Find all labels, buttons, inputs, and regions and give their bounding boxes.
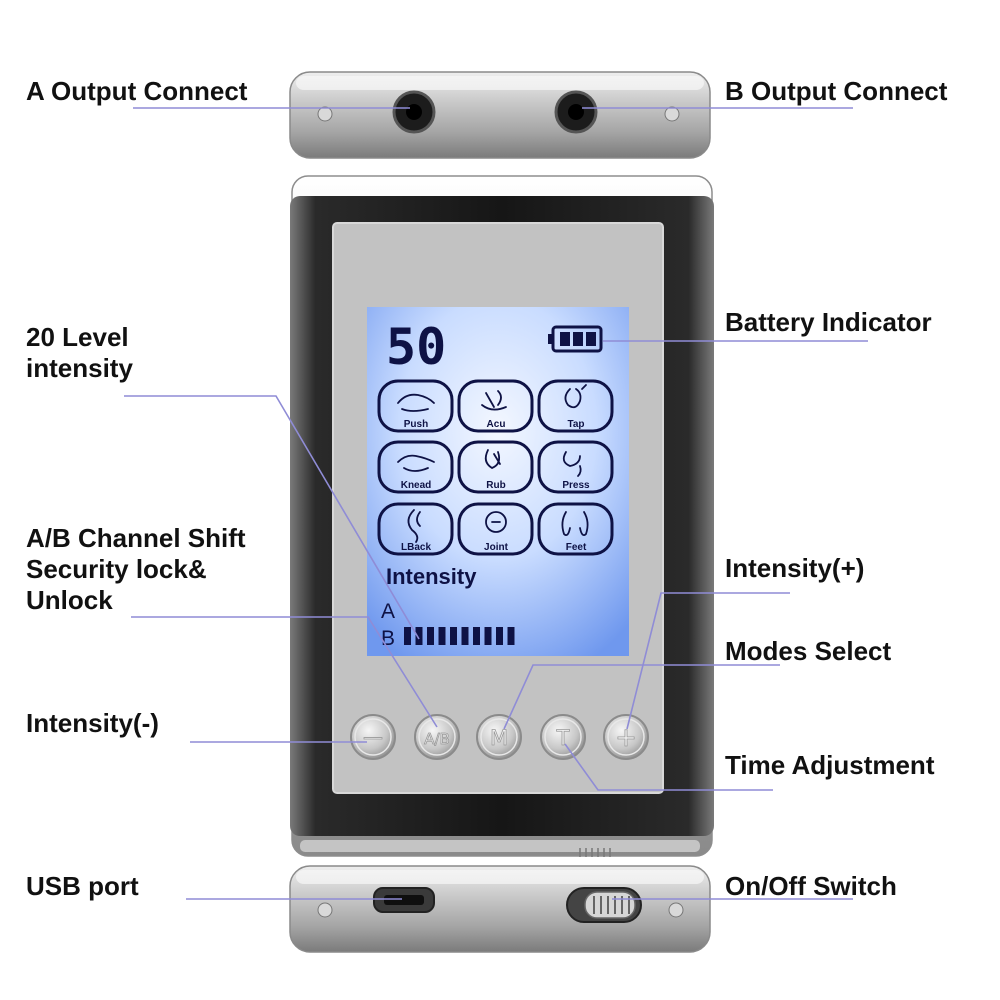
battery-indicator-icon [548,325,603,353]
mode-rub: Rub [457,440,534,494]
level-segment [438,627,446,645]
level-segment [404,627,411,645]
mode-lback: LBack [377,502,454,556]
usb-port-label: USB port [26,871,139,901]
screw-icon [668,902,684,918]
time-adjustment-label: Time Adjustment [725,750,935,780]
a-output-label: A Output Connect [26,76,248,106]
screw-icon [317,106,333,122]
mode-label: Push [404,419,428,430]
top-cap [289,71,711,159]
intensity-plus-label: Intensity(+) [725,553,865,583]
knead-hand-icon [397,454,435,472]
screw-icon [664,106,680,122]
channel-b-label: B [381,627,395,650]
on-off-switch-label: On/Off Switch [725,871,897,901]
mode-label: Acu [487,419,506,430]
control-buttons: — A/B M T + [350,714,649,760]
intensity-minus-button[interactable]: — [350,714,396,760]
channel-b-level-bar [404,627,515,645]
mode-press: Press [537,440,614,494]
mode-label: Press [562,480,590,491]
lcd-intensity-label: Intensity [386,564,477,589]
level-segment [507,627,515,645]
on-off-switch[interactable] [566,887,642,923]
level-intensity-label-line2: intensity [26,353,133,383]
mode-knead: Knead [377,440,454,494]
mode-push: Push [377,379,454,433]
channel-shift-label-line1: A/B Channel Shift [26,523,246,553]
mode-label: LBack [401,542,431,553]
mode-select-button[interactable]: M [476,714,522,760]
rub-hands-icon [484,449,501,470]
mode-acu: Acu [457,379,534,433]
level-intensity-label-line1: 20 Level [26,322,129,352]
usb-port[interactable] [373,887,435,913]
channel-a-label: A [381,600,395,623]
time-adjust-button[interactable]: T [540,714,586,760]
leader-channel-shift [131,616,438,728]
leader-time-adjust [564,743,773,791]
mode-label: Knead [401,480,432,491]
tap-fist-icon [564,384,587,409]
lower-back-icon [407,509,421,543]
timer-readout: 50 [386,318,446,376]
level-segment [496,627,503,645]
acupuncture-icon [481,390,507,411]
leader-lines [124,107,868,900]
leader-intensity-plus [626,592,790,730]
level-segment [473,627,480,645]
mode-label: Tap [567,419,584,430]
mode-label: Joint [484,542,509,553]
bottom-cap [289,865,711,953]
mode-label: Feet [566,542,587,553]
channel-shift-label-line2: Security lock& [26,554,207,584]
level-segment [415,627,423,645]
svg-text:T: T [556,726,570,750]
ab-channel-button[interactable]: A/B [414,714,460,760]
level-segment [427,627,434,645]
b-output-label: B Output Connect [725,76,948,106]
level-segment [484,627,492,645]
mode-feet: Feet [537,502,614,556]
battery-indicator-label: Battery Indicator [725,307,932,337]
push-hand-icon [397,393,435,412]
joint-icon [485,511,507,533]
svg-text:—: — [363,725,383,749]
mode-tap: Tap [537,379,614,433]
intensity-minus-label: Intensity(-) [26,708,159,738]
leader-level-intensity [124,395,420,640]
svg-text:A/B: A/B [424,730,450,748]
press-thumb-icon [562,451,582,477]
level-segment [461,627,469,645]
intensity-plus-button[interactable]: + [603,714,649,760]
channel-shift-label-line3: Unlock [26,585,113,615]
switch-grip-icon [579,848,611,857]
leader-modes-select [503,664,780,730]
svg-text:M: M [490,726,508,750]
mode-label: Rub [486,480,505,491]
screw-icon [317,902,333,918]
mode-joint: Joint [457,502,534,556]
level-segment [450,627,457,645]
svg-text:+: + [615,723,637,753]
modes-select-label: Modes Select [725,636,892,666]
feet-icon [561,511,589,537]
